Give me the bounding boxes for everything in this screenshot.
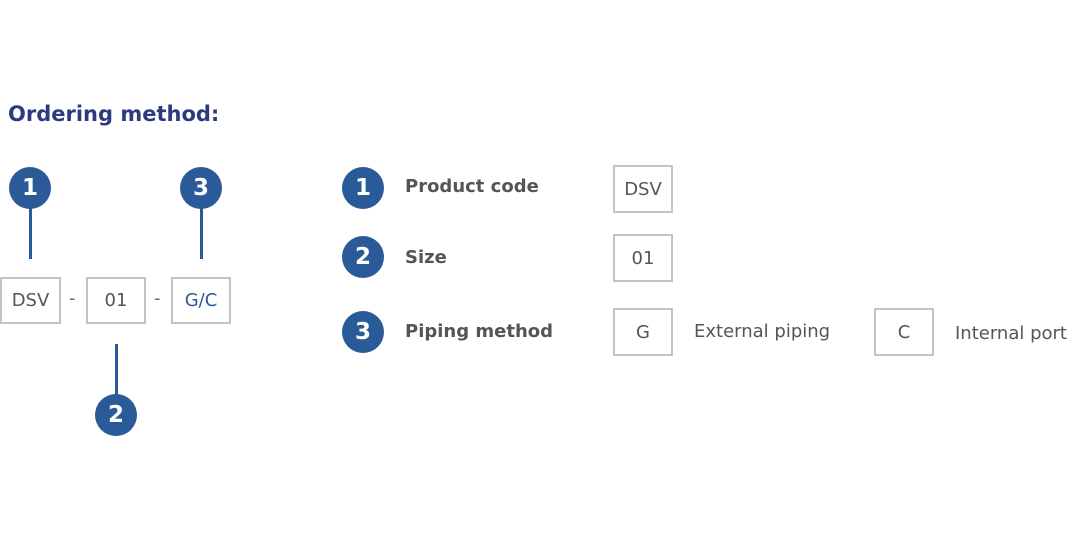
code-diagram: 1 3 DSV - 01 - G/C 2 (0, 0, 300, 541)
legend-number-3: 3 (342, 311, 384, 353)
callout-1-line (29, 208, 32, 259)
legend-code-01: 01 (613, 234, 673, 282)
callout-3: 3 (180, 167, 222, 209)
legend-label-piping-method: Piping method (405, 321, 554, 342)
legend-code-g: G (613, 308, 673, 356)
code-separator-2: - (154, 288, 161, 309)
legend-label-size: Size (405, 247, 447, 268)
legend-label-product-code: Product code (405, 176, 539, 197)
callout-2: 2 (95, 394, 137, 436)
legend: 1 Product code DSV 2 Size 01 3 Piping me… (330, 150, 1083, 380)
legend-code-c: C (874, 308, 934, 356)
code-box-piping: G/C (171, 277, 231, 324)
legend-code-dsv: DSV (613, 165, 673, 213)
legend-number-2: 2 (342, 236, 384, 278)
callout-3-line (200, 208, 203, 259)
callout-2-line (115, 344, 118, 396)
page-title: Ordering method: (8, 102, 220, 126)
code-box-size: 01 (86, 277, 146, 324)
callout-1: 1 (9, 167, 51, 209)
code-separator-1: - (69, 288, 76, 309)
code-box-product: DSV (0, 277, 61, 324)
legend-desc-internal-port: Internal port (955, 323, 1067, 344)
legend-number-1: 1 (342, 167, 384, 209)
legend-desc-external-piping: External piping (694, 321, 831, 342)
